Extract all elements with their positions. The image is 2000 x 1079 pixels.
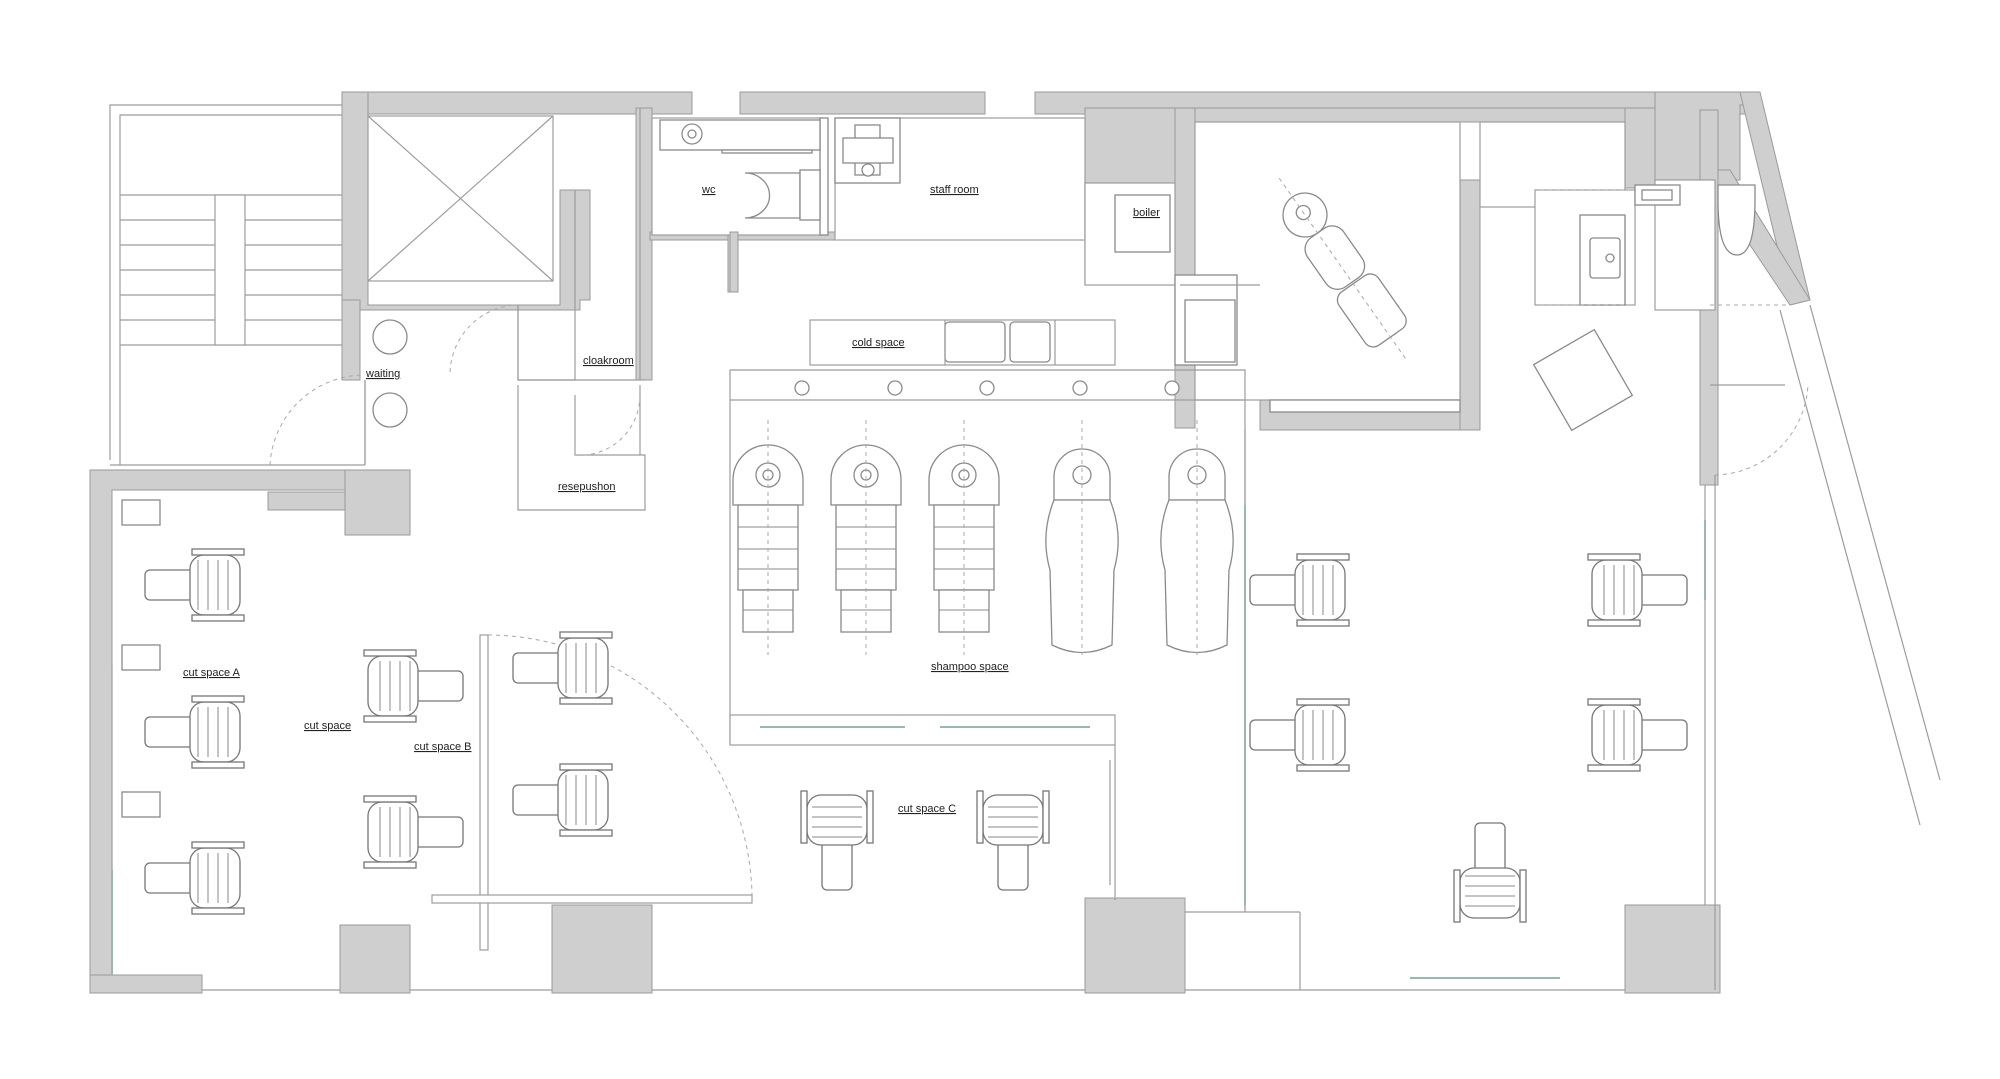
exterior-stairs — [109, 104, 345, 466]
staff-room — [834, 117, 1086, 285]
cut-chair-a2 — [144, 695, 245, 769]
cut-chair-a3 — [144, 841, 245, 915]
shampoo-chair-4 — [1045, 420, 1119, 655]
shampoo-chair-5 — [1160, 420, 1234, 655]
cut-chair-r4 — [1587, 698, 1688, 772]
label-cloakroom: cloakroom — [583, 355, 634, 367]
cloakroom-reception — [517, 108, 646, 511]
boiler-room — [1084, 182, 1176, 286]
waiting-area — [269, 304, 519, 466]
cut-chair-b3 — [512, 631, 613, 705]
cut-chair-b1 — [363, 649, 464, 723]
label-cold-space: cold space — [852, 337, 905, 349]
label-cut-space-b: cut space B — [414, 741, 471, 753]
shampoo-chair-3 — [928, 420, 1000, 655]
label-waiting: waiting — [365, 368, 400, 380]
cut-chair-b2 — [363, 795, 464, 869]
label-cut-space: cut space — [304, 720, 351, 732]
shampoo-space — [729, 369, 1246, 910]
label-shampoo-space: shampoo space — [931, 661, 1009, 673]
cut-chair-r2 — [1249, 698, 1350, 772]
label-resepushon: resepushon — [558, 481, 616, 493]
treatment-room — [1174, 121, 1461, 413]
cut-chair-b4 — [512, 763, 613, 837]
shampoo-chair-2 — [830, 420, 902, 655]
cut-space-a — [111, 499, 161, 975]
label-boiler: boiler — [1133, 207, 1160, 219]
cut-chair-a1 — [144, 548, 245, 622]
cut-chair-r3 — [1587, 553, 1688, 627]
cut-chair-r5 — [1453, 822, 1527, 923]
elevator-shaft — [367, 115, 554, 282]
cold-space-counter — [809, 319, 1116, 366]
partitions — [431, 430, 1560, 979]
right-exterior — [1704, 304, 1941, 990]
label-wc: wc — [701, 184, 716, 196]
wc-room — [651, 117, 829, 293]
cut-chair-c2 — [976, 790, 1050, 891]
label-staff-room: staff room — [930, 184, 979, 196]
cut-chair-c1 — [800, 790, 874, 891]
shampoo-chair-1 — [732, 420, 804, 655]
label-cut-space-c: cut space C — [898, 803, 956, 815]
cut-chair-r1 — [1249, 553, 1350, 627]
room-labels: wc staff room boiler waiting cloakroom c… — [183, 184, 1160, 815]
wc-right — [1479, 121, 1790, 432]
label-cut-space-a: cut space A — [183, 667, 241, 679]
